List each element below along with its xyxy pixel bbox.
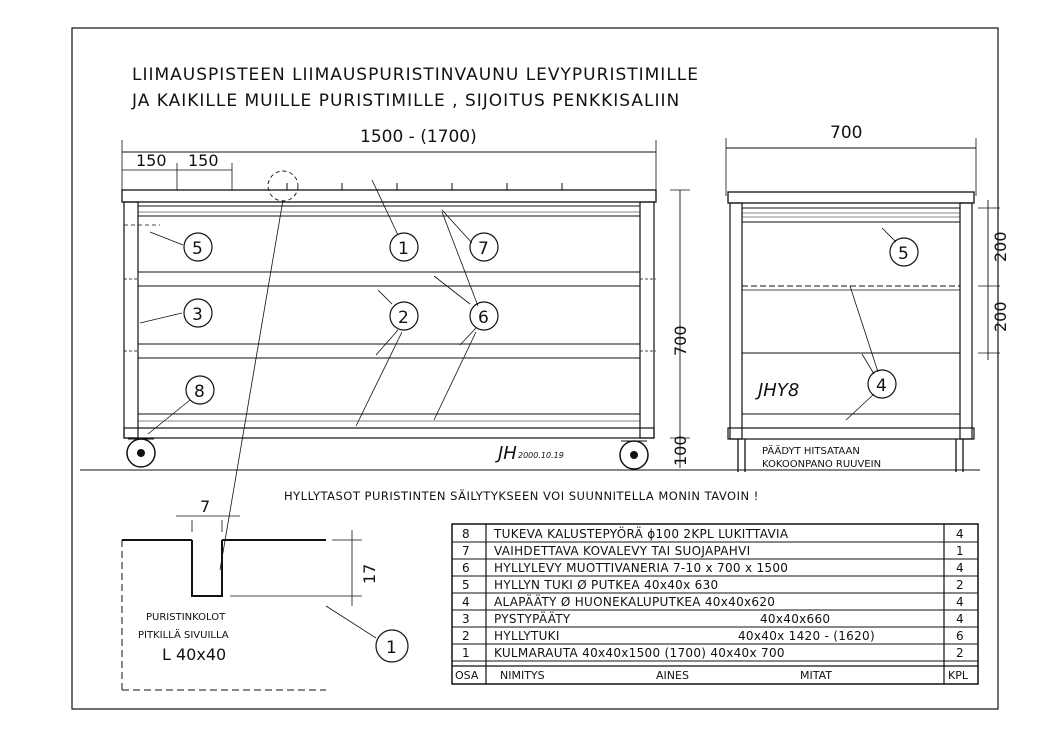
row-6-nimitys: HYLLYLEVY MUOTTIVANERIA 7-10 x 700 x 150…	[494, 561, 788, 575]
table-row: 8 TUKEVA KALUSTEPYÖRÄ ϕ100 2KPL LUKITTAV…	[462, 525, 964, 541]
callout-2-front: 2	[398, 308, 409, 328]
row-4-kpl: 4	[956, 595, 964, 609]
row-1-osa: 1	[462, 646, 470, 660]
row-2-kpl: 6	[956, 629, 964, 643]
table-row: 1 KULMARAUTA 40x40x1500 (1700) 40x40x 70…	[462, 646, 964, 660]
callout-5-front: 5	[192, 239, 203, 259]
front-signature-date: 2000.10.19	[518, 451, 564, 460]
callout-4-side: 4	[876, 376, 887, 396]
dim-total-height: 700	[671, 325, 690, 356]
callout-7-front: 7	[478, 239, 489, 259]
title-line-1: LIIMAUSPISTEEN LIIMAUSPURISTINVAUNU LEVY…	[132, 65, 699, 85]
table-header: OSA NIMITYS AINES MITAT KPL	[455, 669, 969, 682]
row-7-nimitys: VAIHDETTAVA KOVALEVY TAI SUOJAPAHVI	[494, 544, 750, 558]
side-view: 700 200 200 5 4 JHY8 PÄÄDYT HITS	[725, 123, 1010, 472]
side-signature: JHY8	[755, 380, 799, 401]
table-row: 5 HYLLYN TUKI Ø PUTKEA 40x40x 630 2	[462, 578, 964, 592]
detail-text-line-3: L 40x40	[162, 645, 226, 664]
dim-wheel-height: 100	[671, 435, 690, 466]
row-7-kpl: 1	[956, 544, 964, 558]
row-3-kpl: 4	[956, 612, 964, 626]
dim-side-upper: 200	[991, 231, 1010, 262]
row-3-nimitys: PYSTYPÄÄTY	[494, 611, 571, 626]
row-1-kpl: 2	[956, 646, 964, 660]
table-row: 2 HYLLYTUKI 40x40x 1420 - (1620) 6	[462, 629, 964, 643]
callout-8-front: 8	[194, 382, 205, 402]
callout-1-front: 1	[398, 239, 409, 259]
table-row: 3 PYSTYPÄÄTY 40x40x660 4	[462, 611, 964, 626]
row-1-nimitys: KULMARAUTA 40x40x1500 (1700) 40x40x 700	[494, 646, 785, 660]
row-5-nimitys: HYLLYN TUKI Ø PUTKEA 40x40x 630	[494, 578, 718, 592]
callout-1-detail: 1	[386, 638, 397, 658]
dim-side-width: 700	[830, 123, 862, 143]
table-row: 6 HYLLYLEVY MUOTTIVANERIA 7-10 x 700 x 1…	[462, 561, 964, 575]
row-2-osa: 2	[462, 629, 470, 643]
row-6-kpl: 4	[956, 561, 964, 575]
row-3-mitat: 40x40x660	[760, 612, 830, 626]
detail-text-line-2: PITKILLÄ SIVUILLA	[138, 628, 229, 641]
dim-side-lower: 200	[991, 301, 1010, 332]
header-osa: OSA	[455, 669, 479, 682]
side-note-line-1: PÄÄDYT HITSATAAN	[762, 444, 860, 457]
table-row: 4 ALAPÄÄTY Ø HUONEKALUPUTKEA 40x40x620 4	[462, 594, 964, 609]
row-8-kpl: 4	[956, 527, 964, 541]
front-signature: JH	[495, 443, 517, 464]
row-4-osa: 4	[462, 595, 470, 609]
dim-slot-depth: 17	[360, 564, 379, 584]
row-5-osa: 5	[462, 578, 470, 592]
callout-5-side: 5	[898, 244, 909, 264]
dim-total-length: 1500 - (1700)	[360, 127, 477, 147]
row-7-osa: 7	[462, 544, 470, 558]
title-line-2: JA KAIKILLE MUILLE PURISTIMILLE , SIJOIT…	[131, 91, 680, 111]
row-8-nimitys: TUKEVA KALUSTEPYÖRÄ ϕ100 2KPL LUKITTAVIA	[493, 525, 789, 541]
row-3-osa: 3	[462, 612, 470, 626]
header-kpl: KPL	[948, 669, 969, 682]
drawing-frame	[71, 27, 999, 710]
detail-view: 7 17 PURISTINKOLOT PITKILLÄ SIVUILLA L 4…	[121, 497, 409, 691]
row-2-mitat: 40x40x 1420 - (1620)	[738, 629, 875, 643]
row-2-nimitys: HYLLYTUKI	[494, 629, 560, 643]
row-4-nimitys: ALAPÄÄTY Ø HUONEKALUPUTKEA 40x40x620	[494, 594, 775, 609]
dim-hole-spacing-b: 150	[188, 151, 219, 170]
row-8-osa: 8	[462, 527, 470, 541]
parts-list-table: 8 TUKEVA KALUSTEPYÖRÄ ϕ100 2KPL LUKITTAV…	[451, 523, 979, 685]
header-aines: AINES	[656, 669, 689, 682]
header-mitat: MITAT	[800, 669, 832, 682]
callout-6-front: 6	[478, 308, 489, 328]
row-6-osa: 6	[462, 561, 470, 575]
dim-slot-width: 7	[200, 497, 210, 516]
side-note-line-2: KOKOONPANO RUUVEIN	[762, 459, 881, 470]
table-row: 7 VAIHDETTAVA KOVALEVY TAI SUOJAPAHVI 1	[462, 544, 964, 558]
detail-text-line-1: PURISTINKOLOT	[146, 612, 226, 623]
front-view: 1500 - (1700) 150 150	[80, 127, 980, 571]
row-5-kpl: 2	[956, 578, 964, 592]
shelf-remark: HYLLYTASOT PURISTINTEN SÄILYTYKSEEN VOI …	[284, 488, 759, 503]
dim-hole-spacing-a: 150	[136, 151, 167, 170]
header-nimitys: NIMITYS	[500, 669, 545, 682]
callout-3-front: 3	[192, 305, 203, 325]
